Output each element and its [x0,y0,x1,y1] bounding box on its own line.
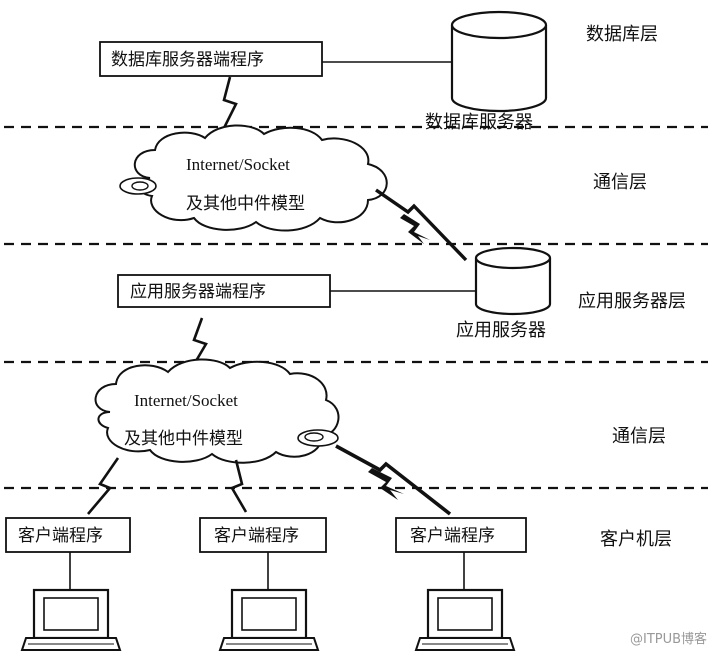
client-program-box-3: 客户端程序 [395,517,527,553]
db-server-program-box: 数据库服务器端程序 [99,41,323,77]
lightning-bolt-icon [368,468,404,500]
layer-label-app-server: 应用服务器层 [578,291,686,312]
app-server-program-label: 应用服务器端程序 [130,282,266,302]
db-server-program-label: 数据库服务器端程序 [111,50,264,70]
app-server-program-box: 应用服务器端程序 [117,274,331,308]
layer-label-comm-bottom: 通信层 [612,426,666,447]
lightning-bolt-icon [400,214,430,244]
top-cloud-line2: 及其他中件模型 [186,194,305,214]
database-cylinder-icon [450,10,548,113]
client-program-box-2: 客户端程序 [199,517,327,553]
client-program-label-3: 客户端程序 [410,526,495,546]
lightning-link-icon [375,188,468,262]
client-connectors [69,552,465,592]
computer-icon [414,588,516,651]
lightning-link-icon [335,444,452,516]
cloud-icon [94,358,340,464]
watermark: @ITPUB博客 [630,631,707,647]
client-program-label-2: 客户端程序 [214,526,299,546]
computer-icon [20,588,122,651]
lightning-link-icon [87,457,120,515]
cloud-icon [119,124,388,232]
bottom-cloud-line2: 及其他中件模型 [124,429,243,449]
top-cloud-line1: Internet/Socket [186,155,290,174]
db-server-label: 数据库服务器 [425,112,533,133]
app-server-label: 应用服务器 [456,320,546,341]
lightning-link-icon [230,459,248,513]
layer-label-client: 客户机层 [600,529,672,550]
database-cylinder-icon [474,246,552,316]
layer-label-comm-top: 通信层 [593,172,647,193]
client-program-box-1: 客户端程序 [5,517,131,553]
layer-label-database: 数据库层 [586,24,658,45]
bottom-cloud-line1: Internet/Socket [134,391,238,410]
lightning-link-icon [216,76,238,141]
computer-icon [218,588,320,651]
client-program-label-1: 客户端程序 [18,526,103,546]
layer-separators [4,125,708,490]
